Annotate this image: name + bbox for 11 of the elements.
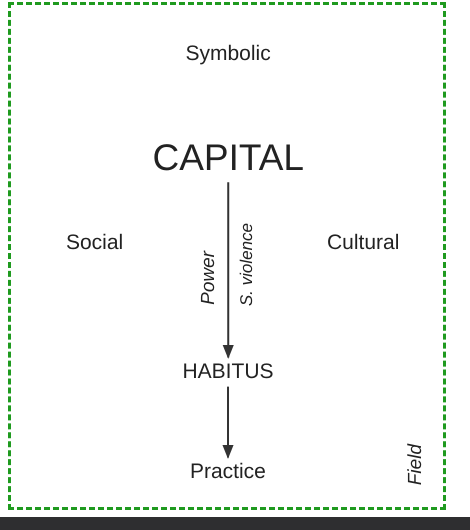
concept-label: Social bbox=[66, 230, 124, 254]
concept-label: HABITUS bbox=[182, 360, 274, 383]
concept-label: Practice bbox=[190, 460, 266, 483]
field-label: Field bbox=[406, 444, 427, 485]
arrow bbox=[222, 182, 234, 359]
arrow bbox=[222, 386, 234, 459]
concept-label: Symbolic bbox=[186, 42, 271, 65]
concept-label: Cultural bbox=[327, 230, 400, 254]
field-boundary bbox=[8, 2, 446, 510]
side-label: S. violence bbox=[238, 223, 257, 307]
concept-label: CAPITAL bbox=[152, 138, 304, 178]
